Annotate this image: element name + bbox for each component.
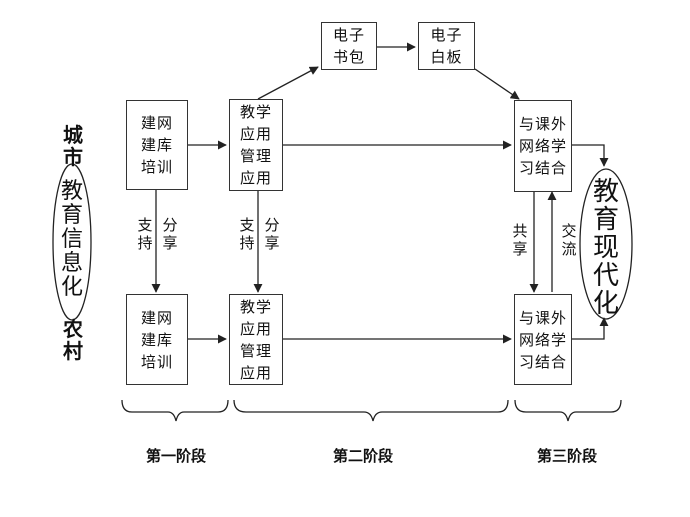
box-eboard: 电子白板 — [418, 22, 475, 70]
rural-label: 农村 — [63, 317, 83, 363]
info-oval — [52, 163, 92, 321]
box-teach-bottom: 教学应用管理应用 — [229, 294, 283, 385]
support-label-first: 支持 — [137, 216, 153, 252]
stage-two-label: 第二阶段 — [333, 447, 394, 465]
box-teach-top: 教学应用管理应用 — [229, 99, 283, 191]
share-label-second: 分享 — [264, 216, 280, 252]
stage-three-label: 第三阶段 — [537, 447, 598, 465]
share-label-first: 分享 — [162, 216, 178, 252]
arrow-bottom-to-oval — [572, 317, 609, 340]
arrow-teach-to-ebag — [257, 66, 319, 100]
box-combine-bottom: 与课外网络学习结合 — [514, 294, 572, 385]
support-label-second: 支持 — [239, 216, 255, 252]
info-oval-label: 教育信息化 — [60, 179, 83, 300]
city-label: 城市 — [63, 123, 83, 169]
box-build-bottom: 建网建库培训 — [126, 294, 188, 385]
brace-stage-three — [514, 399, 622, 422]
exchange-label: 交流 — [561, 222, 577, 258]
box-build-top: 建网建库培训 — [126, 100, 188, 190]
share-label-third: 共享 — [512, 222, 528, 258]
box-ebag: 电子书包 — [321, 22, 377, 70]
arrow-eboard-to-combine — [474, 68, 520, 100]
arrow-top-to-oval — [572, 144, 609, 167]
box-combine-top: 与课外网络学习结合 — [514, 100, 572, 192]
brace-stage-two — [233, 399, 509, 422]
stage-one-label: 第一阶段 — [146, 447, 207, 465]
modern-oval — [579, 168, 633, 320]
brace-stage-one — [121, 399, 229, 422]
modern-oval-label: 教育现代化 — [592, 177, 619, 319]
